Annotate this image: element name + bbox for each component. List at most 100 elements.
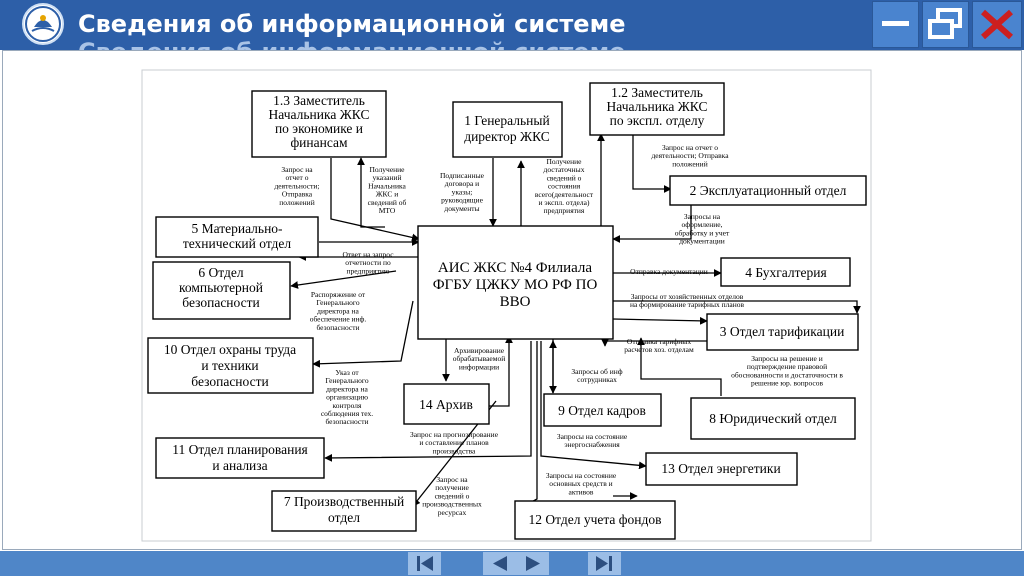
arrow-note-n12: Указ от [335,368,359,377]
center-system-label: ФГБУ ЦЖКУ МО РФ ПО [433,277,598,293]
box-label-b10: и техники [201,358,258,373]
box-label-b14: 14 Архив [419,397,473,412]
page-title-overflow: Сведения об информационной системе [78,40,625,50]
arrow-note-n12: Генерального [325,376,368,385]
arrow-note-n1: Запрос на [281,165,313,174]
box-label-b13: финансам [290,135,348,150]
arrow-b13-to-center [330,158,420,242]
arrow-note-n4: достаточных [544,165,585,174]
box-9-frame [543,393,662,427]
arrow-note-n3: договора и [445,179,479,188]
arrow-note-n19: сведений о [435,491,470,500]
arrow-note-n19: производственных [422,500,482,509]
arrow-note-n17: энергоснабжения [564,440,620,449]
close-icon [981,9,1013,40]
box-label-b11: 11 Отдел планирования [172,442,308,457]
center-frame [417,225,614,340]
restore-icon [928,8,962,39]
arrow-note-n11: Отправка тарифных [627,337,691,346]
box-label-b7: отдел [328,510,360,525]
arrow-note-n9: директора на [317,306,359,315]
arrow-to-b3 [613,300,861,314]
box-14-frame [403,383,490,425]
box-label-b13: Начальника ЖКС [269,107,370,122]
arrow-center-to-b13 [357,157,385,228]
box-4-frame [720,257,851,287]
arrow-note-n15: Запросы на решение и [751,354,823,363]
prev-slide-button[interactable] [483,552,516,575]
arrow-note-n4: всего(деятельност [535,190,594,199]
arrow-note-n7: предприятию [347,266,390,275]
arrow-note-n4: предприятия [544,206,585,215]
arrow-note-n11: расчетов хоз. отделам [624,345,694,354]
box-label-b1: директор ЖКС [464,129,550,144]
close-button[interactable] [972,1,1022,48]
arrow-note-n6: документации [679,237,725,246]
arrow-note-n15: обоснованности и достаточности в [731,370,843,379]
box-label-b4: 4 Бухгалтерия [745,265,827,280]
arrow-note-n8: Отправка документации [630,267,708,276]
arrow-center-to-b11 [324,341,532,462]
diagram-frame [141,69,872,542]
arrow-center-to-b12f [514,341,538,512]
center-system-label: АИС ЖКС №4 Филиала [438,260,592,276]
arrow-note-n7: отчетности по [345,258,391,267]
arrow-note-n12: организацию [326,393,368,402]
arrow-note-n2: указаний [373,173,402,182]
arrow-b2-to-center [612,204,692,243]
next-slide-button[interactable] [516,552,549,575]
arrow-note-n19: получение [435,483,469,492]
box-label-b10: 10 Отдел охраны труда [164,342,296,357]
arrow-note-n3: Подписанные [440,171,485,180]
arrow-note-n12: директора на [326,384,368,393]
box-label-b7: 7 Производственный [284,494,404,509]
arrow-note-n5: деятельности; Отправка [651,151,729,160]
box-7-frame [271,490,417,532]
box-3-frame [706,313,859,351]
arrow-note-n5: положений [672,159,707,168]
arrow-note-n9: Распоряжение от [311,290,366,299]
arrow-note-n18: активов [569,487,594,496]
arrow-note-n19: Запрос на [436,475,468,484]
box-label-b9: 9 Отдел кадров [558,403,646,418]
emblem-logo-icon [22,3,64,45]
arrow-b8-to-center [637,337,722,396]
arrow-note-n16: и составление планов [419,438,489,447]
arrow-note-n5: Запрос на отчет о [662,143,718,152]
arrow-note-n6: обработку и учет [675,228,730,237]
arrow-note-n17: Запросы на состояние [557,432,628,441]
arrow-b3-to-center [601,338,707,347]
box-6-frame [152,261,291,320]
arrow-b14-to-center [489,335,513,407]
arrow-center-to-b6 [290,270,397,289]
box-label-b13: 1.3 Заместитель [273,93,365,108]
arrow-note-n2: ЖКС и [376,190,398,199]
arrow-note-n1: деятельности; [274,181,319,190]
arrow-note-n3: документы [444,204,479,213]
box-13e-frame [645,452,798,486]
arrow-note-n15: подтверждение правовой [747,362,827,371]
first-slide-icon [417,556,433,571]
arrow-note-n16: производства [433,446,476,455]
arrow-note-n9: Генерального [316,298,359,307]
minimize-button[interactable] [872,1,919,48]
arrow-note-n9: безопасности [316,323,359,332]
box-label-b5: 5 Материально- [191,221,283,236]
first-slide-button[interactable] [408,552,441,575]
box-label-b3: 3 Отдел тарификации [720,324,845,339]
box-10-frame [147,337,314,394]
arrow-center-to-b13e [540,341,647,470]
last-slide-button[interactable] [588,552,621,575]
arrow-center-to-b3 [612,316,708,325]
arrow-note-n3: руководящие [441,196,483,205]
box-label-b2: 2 Эксплуатационный отдел [690,183,847,198]
box-label-b6: безопасности [182,295,260,310]
box-1-3-frame [251,90,387,158]
box-label-b5: технический отдел [183,236,292,251]
box-label-b12f: 12 Отдел учета фондов [529,512,662,527]
restore-button[interactable] [922,1,969,48]
arrow-center-to-b10 [312,300,414,368]
arrow-note-n14: Запросы об инф [571,367,622,376]
arrow-note-n1: положений [279,198,314,207]
